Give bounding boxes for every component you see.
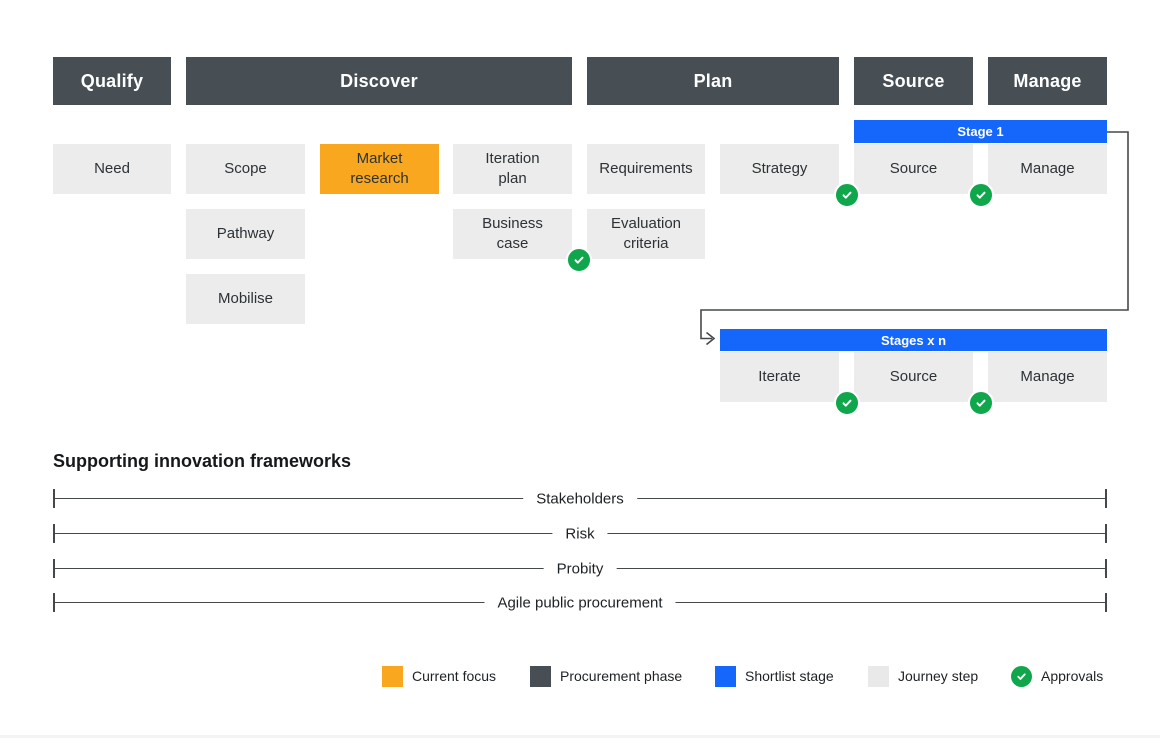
- phase-source: Source: [854, 57, 973, 105]
- step-mobilise: Mobilise: [186, 274, 305, 324]
- step-iteration-plan-label: Iteration plan: [485, 150, 540, 187]
- right-endcap-tick: [1105, 593, 1107, 612]
- phase-source-label: Source: [882, 70, 945, 91]
- step-pathway: Pathway: [186, 209, 305, 259]
- step-stages-iterate: Iterate: [720, 352, 839, 402]
- legend-current-focus-label: Current focus: [412, 668, 497, 684]
- framework-label-risk: Risk: [552, 525, 608, 542]
- step-scope-label: Scope: [224, 160, 267, 177]
- stages-x-n-bar: Stages x n: [720, 329, 1107, 351]
- step-iteration-plan: Iteration plan: [453, 144, 572, 194]
- legend-item-procurement-phase: Procurement phase: [530, 665, 682, 687]
- phase-qualify-label: Qualify: [80, 70, 144, 91]
- step-pathway-label: Pathway: [216, 225, 275, 242]
- step-scope: Scope: [186, 144, 305, 194]
- step-evaluation-criteria-label: Evaluation criteria: [610, 215, 682, 252]
- legend-journey-step-label: Journey step: [898, 668, 979, 684]
- right-endcap-tick: [1105, 489, 1107, 508]
- legend-procurement-phase-label: Procurement phase: [560, 668, 683, 684]
- approval-check-strategy: [834, 182, 860, 208]
- step-stage1-source-label: Source: [889, 160, 938, 177]
- right-endcap-tick: [1105, 524, 1107, 543]
- legend-item-journey-step: Journey step: [868, 665, 978, 687]
- step-business-case-label: Business case: [482, 215, 543, 252]
- framework-row-risk: Risk: [53, 524, 1107, 543]
- approvals-check-icon: [1011, 665, 1032, 687]
- legend-item-approvals: Approvals: [1011, 665, 1103, 687]
- step-evaluation-criteria: Evaluation criteria: [587, 209, 705, 259]
- approval-check-stage1-source: [968, 182, 994, 208]
- step-stage1-manage: Manage: [988, 144, 1107, 194]
- step-market-research-current-focus: Market research: [320, 144, 439, 194]
- step-strategy: Strategy: [720, 144, 839, 194]
- step-stage1-manage-label: Manage: [1020, 160, 1075, 177]
- stage1-bar: Stage 1: [854, 120, 1107, 143]
- legend-approvals-label: Approvals: [1041, 668, 1104, 684]
- step-stages-manage-label: Manage: [1020, 368, 1075, 385]
- stage1-bar-label: Stage 1: [957, 124, 1004, 139]
- framework-label-probity: Probity: [543, 560, 617, 577]
- framework-row-probity: Probity: [53, 559, 1107, 578]
- step-requirements-label: Requirements: [599, 160, 693, 177]
- approval-check-stages-iterate: [834, 390, 860, 416]
- framework-label-agile: Agile public procurement: [484, 594, 676, 611]
- right-endcap-tick: [1105, 559, 1107, 578]
- step-stages-source: Source: [854, 352, 973, 402]
- step-strategy-label: Strategy: [751, 160, 808, 177]
- approval-check-business-case: [566, 247, 592, 273]
- current-focus-swatch-icon: [382, 665, 403, 687]
- step-stages-iterate-label: Iterate: [758, 368, 801, 385]
- phase-manage-label: Manage: [1013, 70, 1082, 91]
- framework-label-stakeholders: Stakeholders: [523, 490, 637, 507]
- step-need-label: Need: [94, 160, 130, 177]
- frameworks-section-title: Supporting innovation frameworks: [53, 451, 352, 471]
- phase-plan: Plan: [587, 57, 839, 105]
- step-stages-manage: Manage: [988, 352, 1107, 402]
- phase-plan-label: Plan: [693, 70, 733, 91]
- phase-manage: Manage: [988, 57, 1107, 105]
- phase-qualify: Qualify: [53, 57, 171, 105]
- stages-x-n-bar-label: Stages x n: [880, 332, 947, 348]
- journey-step-swatch-icon: [868, 665, 889, 687]
- step-market-research-label: Market research: [350, 150, 409, 187]
- step-requirements: Requirements: [587, 144, 705, 194]
- framework-row-agile-public-procurement: Agile public procurement: [53, 593, 1107, 612]
- phase-discover-label: Discover: [340, 70, 418, 91]
- legend-item-current-focus: Current focus: [382, 665, 496, 687]
- phase-discover: Discover: [186, 57, 572, 105]
- legend-shortlist-stage-label: Shortlist stage: [745, 668, 834, 684]
- arrowhead-icon: [706, 331, 716, 346]
- step-mobilise-label: Mobilise: [217, 290, 274, 307]
- step-need: Need: [53, 144, 171, 194]
- shortlist-stage-swatch-icon: [715, 665, 736, 687]
- framework-row-stakeholders: Stakeholders: [53, 489, 1107, 508]
- page-bottom-divider: [0, 735, 1160, 738]
- legend-item-shortlist-stage: Shortlist stage: [715, 665, 834, 687]
- step-business-case: Business case: [453, 209, 572, 259]
- procurement-phase-swatch-icon: [530, 665, 551, 687]
- step-stages-source-label: Source: [889, 368, 938, 385]
- approval-check-stages-source: [968, 390, 994, 416]
- step-stage1-source: Source: [854, 144, 973, 194]
